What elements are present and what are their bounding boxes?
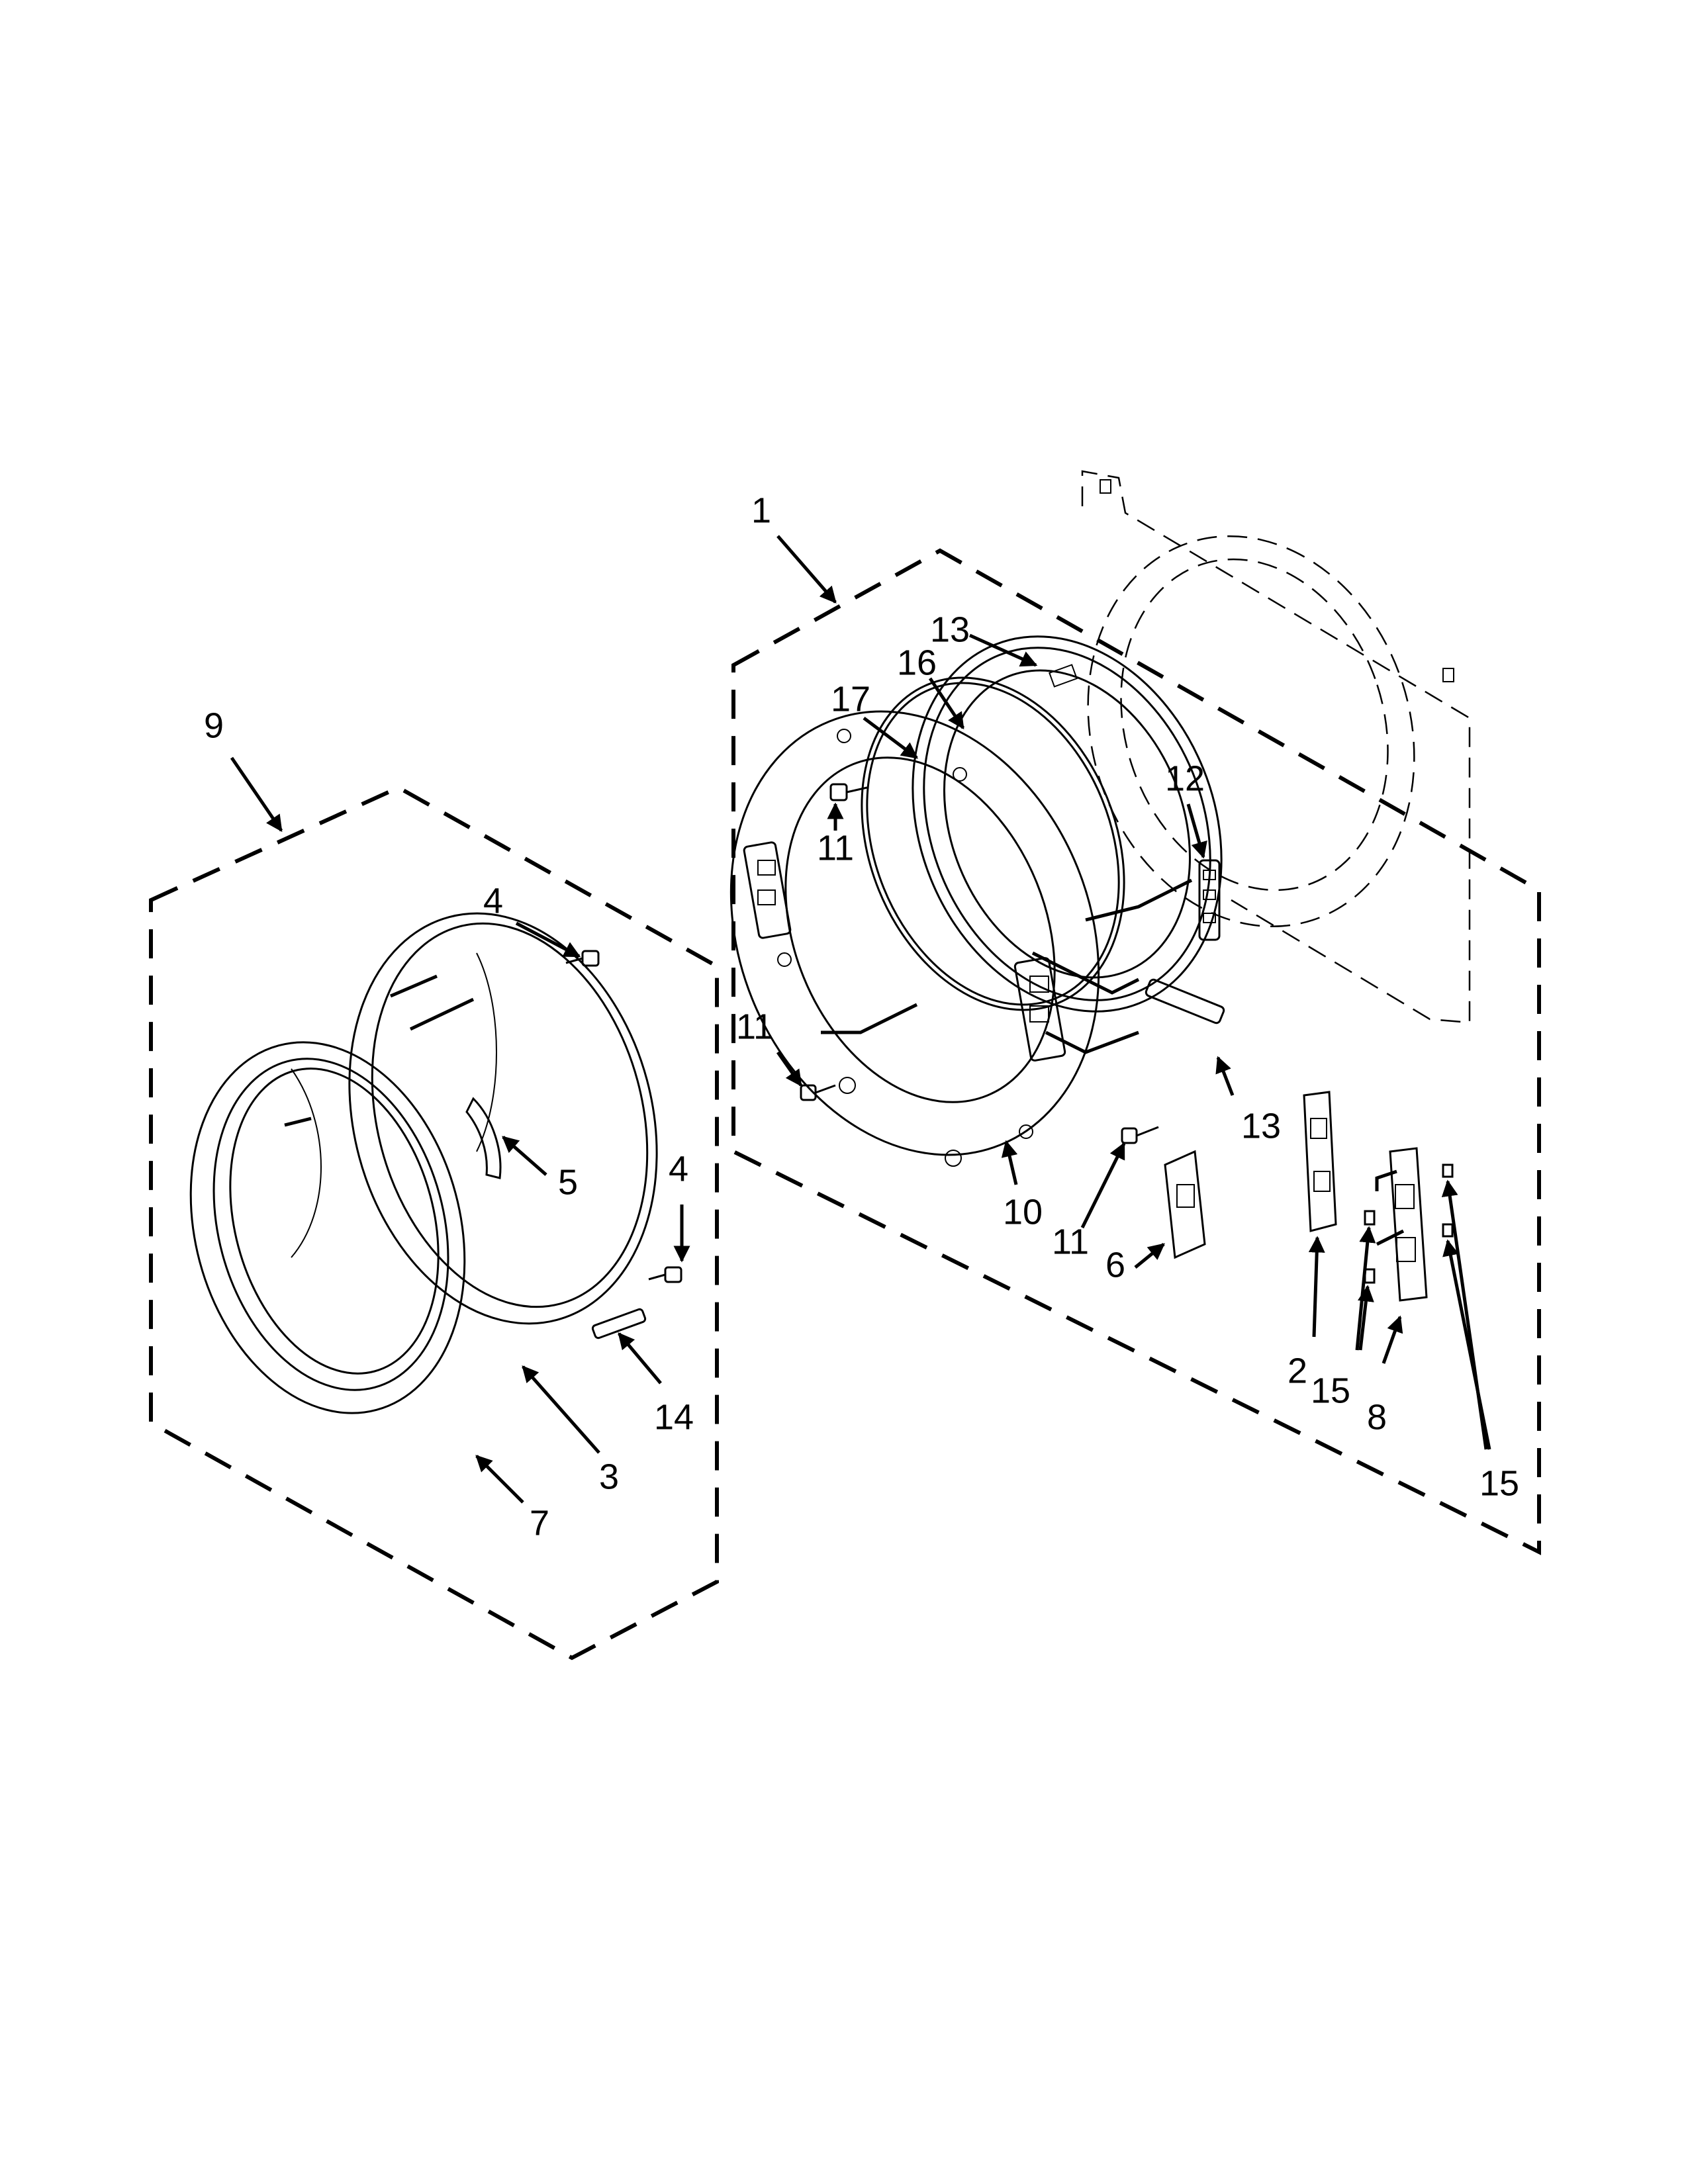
callout-12: 12: [1165, 758, 1205, 798]
screw-11-top: [829, 783, 868, 801]
screw-11-left: [800, 1084, 836, 1101]
inner-door-ring-3: [348, 912, 658, 1325]
callout-3: 3: [599, 1457, 619, 1496]
callout-13-top: 13: [930, 610, 970, 649]
callout-2: 2: [1288, 1351, 1307, 1390]
callout-7: 7: [530, 1503, 549, 1543]
callout-8: 8: [1367, 1397, 1387, 1437]
ghost-cabinet: [1081, 470, 1471, 1024]
callout-6: 6: [1105, 1245, 1125, 1285]
cover-plate-6: [1164, 1150, 1206, 1259]
callout-16: 16: [897, 643, 937, 682]
callout-14: 14: [654, 1397, 694, 1437]
door-handle-5: [465, 1097, 502, 1179]
hinge-bracket-12: [1198, 859, 1221, 941]
outer-door-ring-7: [189, 1041, 466, 1414]
assembly-boundary-9: [149, 785, 719, 1661]
leader-arrows: [230, 535, 1491, 1504]
assembly-boundary-1: [731, 548, 1541, 1555]
callout-5: 5: [558, 1162, 578, 1202]
callout-17: 17: [831, 679, 870, 719]
callout-4-top: 4: [483, 881, 503, 921]
screw-11-bottom: [1121, 1126, 1159, 1144]
hinge-14: [591, 1308, 647, 1340]
callout-9: 9: [204, 705, 224, 745]
callout-15-left: 15: [1311, 1371, 1350, 1410]
callout-10: 10: [1003, 1192, 1043, 1232]
callout-13-bottom: 13: [1241, 1106, 1281, 1146]
callout-4-right: 4: [669, 1149, 688, 1189]
bracket-8: [1389, 1147, 1428, 1302]
callout-11-top: 11: [817, 828, 854, 868]
bracket-2: [1303, 1091, 1337, 1232]
callout-1: 1: [751, 490, 771, 530]
callout-11-left: 11: [736, 1007, 773, 1046]
connection-lines: [284, 878, 1405, 1246]
callout-11-bottom: 11: [1052, 1222, 1089, 1261]
screw-4-right: [648, 1266, 682, 1283]
door-hinge-ring-10: [729, 710, 1100, 1167]
hinge-plate-13: [1145, 978, 1225, 1024]
callout-15-right: 15: [1479, 1463, 1519, 1503]
screw-4-top: [565, 950, 600, 967]
